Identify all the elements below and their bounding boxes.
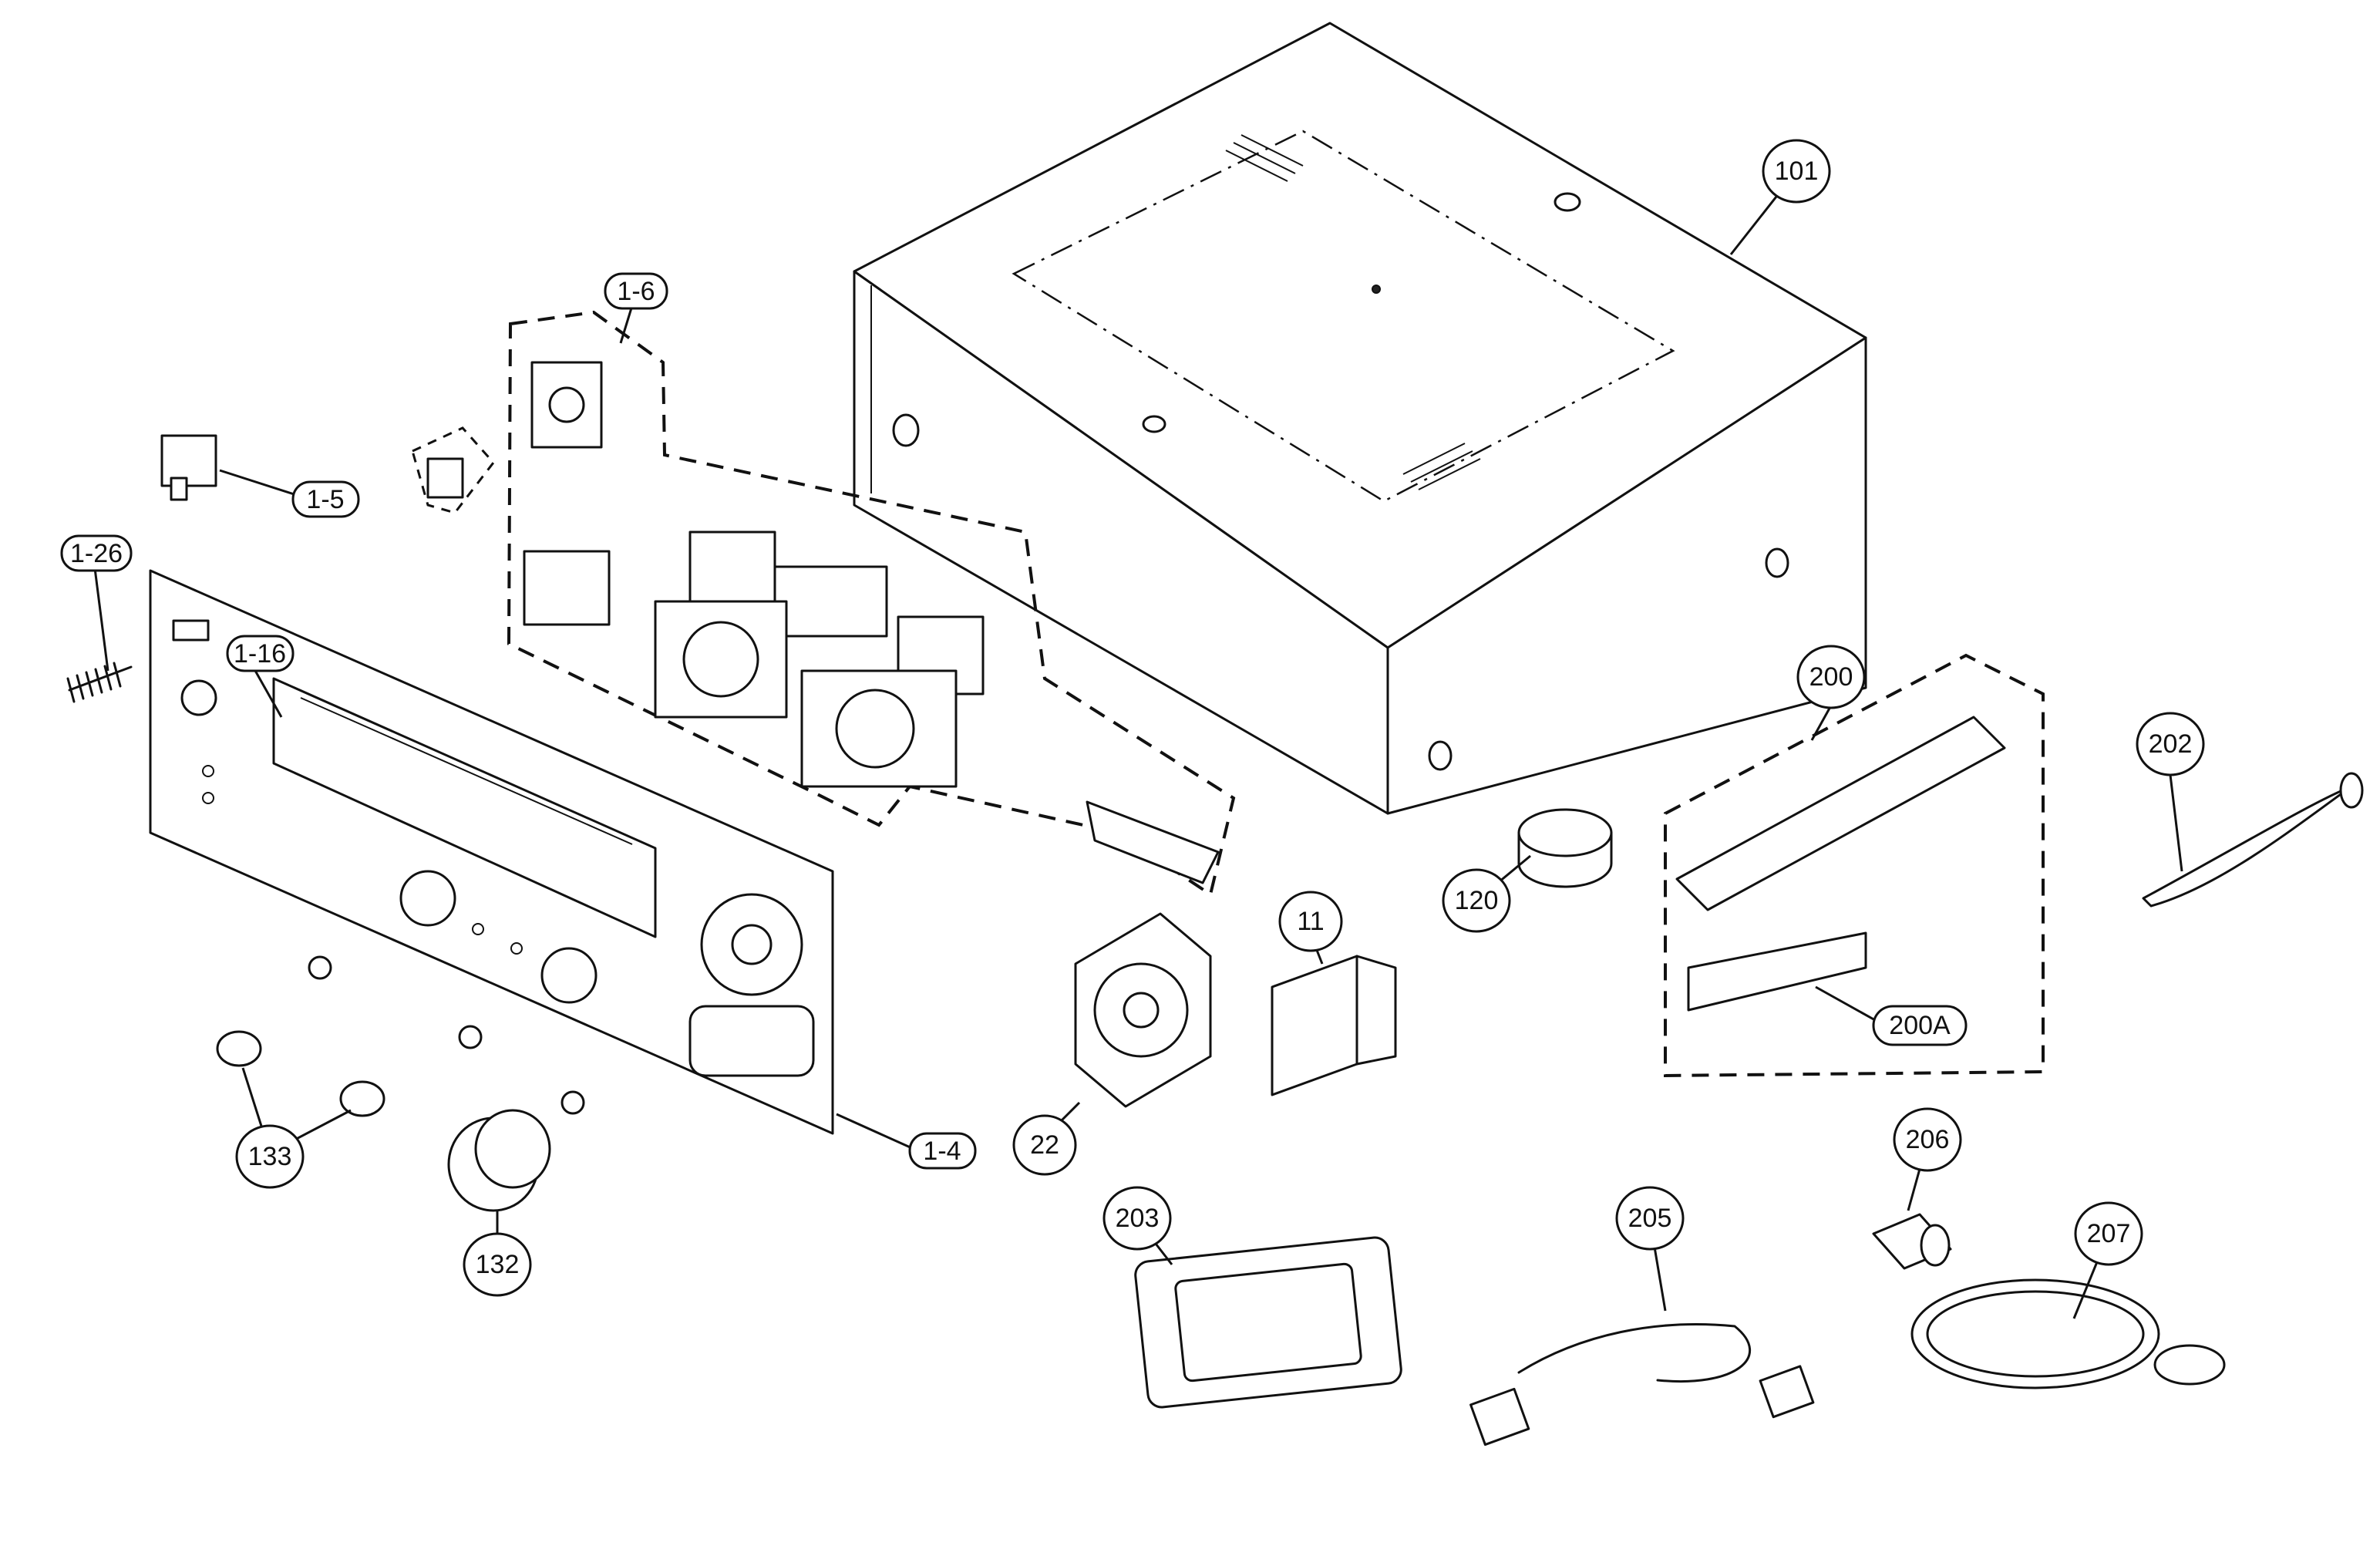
- svg-text:1-5: 1-5: [306, 485, 344, 514]
- callout-203: 203: [1102, 1186, 1172, 1251]
- callout-1-6: 1-6: [604, 272, 668, 310]
- svg-text:133: 133: [248, 1142, 292, 1171]
- svg-text:203: 203: [1116, 1204, 1160, 1233]
- callout-207: 207: [2074, 1201, 2143, 1266]
- svg-text:1-6: 1-6: [617, 277, 655, 306]
- am-loop-antenna-part: [1134, 1236, 1402, 1409]
- svg-text:200A: 200A: [1889, 1011, 1951, 1040]
- callout-205: 205: [1615, 1186, 1685, 1251]
- cooling-fan-part: [1074, 912, 1212, 1108]
- front-panel-part: [149, 569, 834, 1135]
- nut-parts: [308, 955, 585, 1115]
- small-knob-parts: [216, 1030, 385, 1117]
- svg-text:101: 101: [1775, 157, 1819, 186]
- svg-text:200: 200: [1809, 662, 1853, 692]
- svg-text:1-16: 1-16: [234, 639, 286, 669]
- module-part: [1271, 955, 1397, 1096]
- switch-part: [160, 434, 217, 501]
- svg-text:132: 132: [476, 1250, 520, 1279]
- svg-text:207: 207: [2087, 1219, 2131, 1248]
- svg-text:202: 202: [2149, 729, 2193, 759]
- callout-132: 132: [463, 1232, 532, 1297]
- callout-1-5: 1-5: [291, 480, 360, 518]
- callout-200: 200: [1796, 645, 1866, 709]
- svg-text:1-4: 1-4: [923, 1137, 961, 1166]
- top-cover-part: [853, 22, 1867, 815]
- fm-antenna-part: [2142, 772, 2364, 908]
- callout-11: 11: [1278, 891, 1343, 952]
- callout-200a: 200A: [1872, 1005, 1968, 1046]
- svg-text:206: 206: [1906, 1125, 1950, 1154]
- jack-board-assembly: [411, 310, 1236, 898]
- svg-text:22: 22: [1030, 1130, 1059, 1160]
- svg-text:1-26: 1-26: [70, 539, 123, 568]
- svg-text:205: 205: [1628, 1204, 1672, 1233]
- svg-text:11: 11: [1297, 907, 1324, 936]
- spring-part: [66, 662, 133, 703]
- svg-text:120: 120: [1455, 886, 1499, 915]
- callout-202: 202: [2136, 712, 2205, 776]
- remote-assembly: [1664, 653, 2045, 1078]
- callout-120: 120: [1442, 868, 1511, 933]
- foot-part: [1517, 808, 1613, 888]
- callout-1-16: 1-16: [226, 635, 295, 672]
- callout-133: 133: [235, 1124, 305, 1189]
- cable-part: [1910, 1278, 2226, 1389]
- adapter-part: [1872, 1213, 1952, 1270]
- callout-1-26: 1-26: [60, 534, 133, 572]
- callout-101: 101: [1762, 139, 1831, 204]
- power-cord-part: [1469, 1323, 1815, 1447]
- callout-1-4: 1-4: [908, 1132, 977, 1170]
- callout-206: 206: [1893, 1107, 1962, 1172]
- large-knob-part: [447, 1109, 551, 1212]
- callout-22: 22: [1012, 1114, 1077, 1176]
